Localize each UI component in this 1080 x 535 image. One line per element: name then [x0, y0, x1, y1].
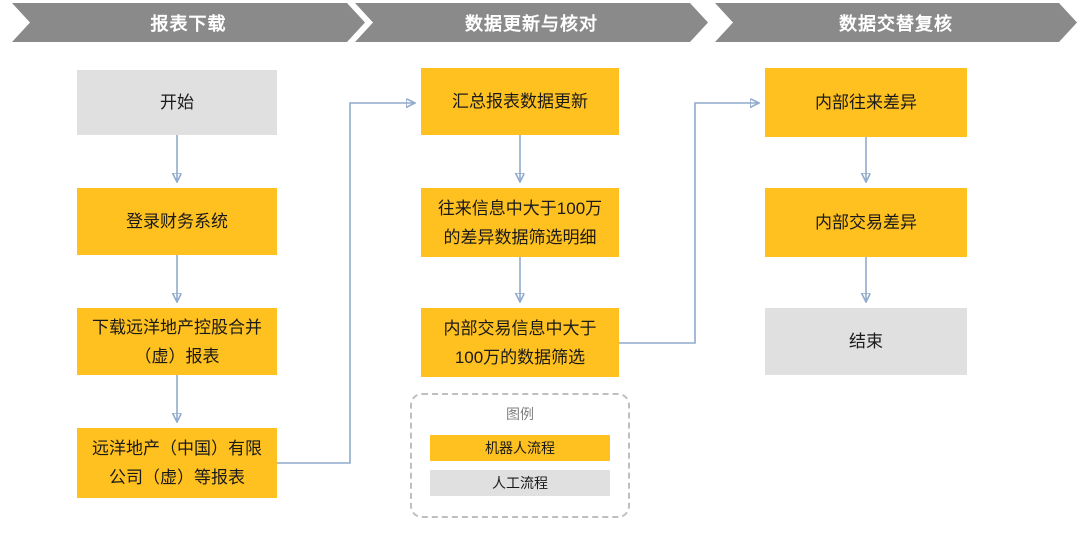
elbow-c1-to-c2	[277, 103, 414, 464]
phase-banner-label: 报表下载	[150, 13, 227, 34]
legend-item-label: 机器人流程	[485, 440, 555, 456]
node-label: 登录财务系统	[126, 212, 228, 231]
phase-banner-label: 数据交替复核	[839, 13, 953, 34]
node-label: 下载远洋地产控股合并 （虚）报表	[92, 317, 262, 366]
node-label: 汇总报表数据更新	[452, 92, 588, 111]
node-china-company-reports: 远洋地产（中国）有限 公司（虚）等报表	[77, 428, 277, 498]
node-label: 结束	[849, 332, 883, 351]
legend-item-label: 人工流程	[492, 475, 548, 491]
node-label: 远洋地产（中国）有限 公司（虚）等报表	[92, 439, 262, 487]
node-label: 内部交易信息中大于 100万的数据筛选	[443, 318, 597, 367]
node-label: 往来信息中大于100万 的差异数据筛选明细	[437, 198, 603, 247]
legend-item-manual-process: 人工流程	[430, 470, 610, 496]
elbow-c2-to-c3	[619, 103, 758, 344]
node-internal-current-diff: 内部往来差异	[765, 68, 967, 137]
node-login-finance-system: 登录财务系统	[77, 188, 277, 255]
legend-item-robot-process: 机器人流程	[430, 435, 610, 461]
node-end: 结束	[765, 308, 967, 375]
phase-banner-data-update-check: 数据更新与核对	[355, 3, 708, 42]
node-current-account-diff-filter: 往来信息中大于100万 的差异数据筛选明细	[421, 188, 619, 257]
phase-banner-label: 数据更新与核对	[465, 13, 598, 34]
node-summary-report-update: 汇总报表数据更新	[421, 68, 619, 135]
node-label: 内部往来差异	[815, 93, 917, 112]
node-internal-transaction-filter: 内部交易信息中大于 100万的数据筛选	[421, 308, 619, 377]
node-start: 开始	[77, 70, 277, 135]
node-label: 开始	[160, 93, 194, 112]
node-internal-transaction-diff: 内部交易差异	[765, 188, 967, 257]
phase-banner-report-download: 报表下载	[12, 3, 365, 42]
node-label: 内部交易差异	[815, 213, 917, 232]
phase-banner-data-cross-review: 数据交替复核	[715, 3, 1077, 42]
node-download-consolidated-report: 下载远洋地产控股合并 （虚）报表	[77, 308, 277, 375]
legend-box: 图例 机器人流程 人工流程	[410, 393, 630, 518]
legend-title: 图例	[506, 406, 534, 422]
